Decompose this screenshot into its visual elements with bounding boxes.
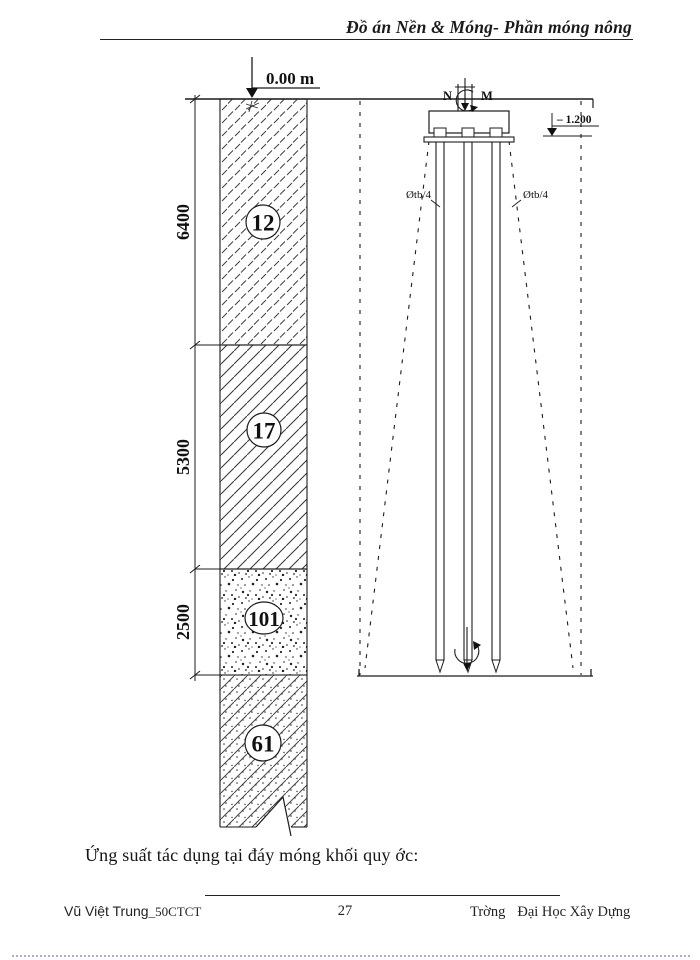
piles xyxy=(435,142,501,674)
dim-label-layer3: 2500 xyxy=(173,604,193,640)
pile-cap xyxy=(423,110,515,143)
datum-marker xyxy=(246,57,320,98)
spread-angle-leader-right xyxy=(511,199,522,208)
spread-angle-label-left: Øtb/4 xyxy=(406,189,432,201)
break-symbol xyxy=(256,797,291,828)
axial-force-label: N xyxy=(443,89,452,103)
spread-line-right xyxy=(508,140,574,669)
soil-layer-2 xyxy=(219,344,308,570)
elevation-marker xyxy=(543,113,599,137)
cap-base-plate xyxy=(423,136,515,143)
pile-1 xyxy=(435,142,445,674)
pile-head-stub-3 xyxy=(489,127,503,138)
footer-university-block: Trờng Đại Học Xây Dựng xyxy=(470,903,630,921)
spt-badge-1 xyxy=(245,204,281,240)
spt-value-4: 61 xyxy=(252,732,275,757)
spread-line-left xyxy=(364,140,430,669)
footer-author: Vũ Việt Trung xyxy=(64,903,149,919)
spt-badge-4 xyxy=(244,724,282,762)
pile-2 xyxy=(463,142,473,674)
footer-author-class: _50CTCT xyxy=(148,904,202,919)
footer-university-name: Đại Học Xây Dựng xyxy=(517,904,631,920)
spt-value-3: 101 xyxy=(248,607,280,631)
footer-page-number: 27 xyxy=(337,903,353,919)
footer-author-block: Vũ Việt Trung_50CTCT xyxy=(64,903,201,921)
dim-label-layer1: 6400 xyxy=(173,204,193,240)
page-header: Đồ án Nền & Móng- Phần móng nông xyxy=(0,17,632,38)
base-force-arrow xyxy=(463,627,471,671)
spread-angle-leader-left xyxy=(430,199,441,208)
pile-3 xyxy=(491,142,501,674)
dim-label-layer2: 5300 xyxy=(173,439,193,475)
datum-label: 0.00 m xyxy=(266,69,314,88)
block-boundary xyxy=(359,101,582,675)
footer-university-prefix: Trờng xyxy=(470,904,506,920)
spt-value-2: 17 xyxy=(253,419,276,444)
spt-value-1: 12 xyxy=(252,211,275,236)
base-moment-arc xyxy=(454,641,481,664)
bottom-dotted-rule xyxy=(12,955,690,957)
spt-badge-2 xyxy=(246,412,282,448)
spt-badges: 12 17 101 61 xyxy=(244,204,284,762)
footer-rule xyxy=(205,895,560,896)
spt-badge-3 xyxy=(244,601,284,635)
pile-head-stub-1 xyxy=(433,127,447,138)
header-title: Đồ án Nền & Móng- Phần móng nông xyxy=(346,17,632,37)
moment-label: M xyxy=(481,89,493,103)
elevation-label: – 1.200 xyxy=(556,114,592,126)
header-rule xyxy=(100,39,633,40)
block-bottom xyxy=(357,669,593,677)
caption: Ứng suất tác dụng tại đáy móng khối quy … xyxy=(85,845,419,865)
spread-angle-label-right: Øtb/4 xyxy=(523,189,549,201)
dimension-line xyxy=(189,94,220,681)
moment-arc xyxy=(455,89,478,112)
pile-head-stub-2 xyxy=(461,127,475,138)
